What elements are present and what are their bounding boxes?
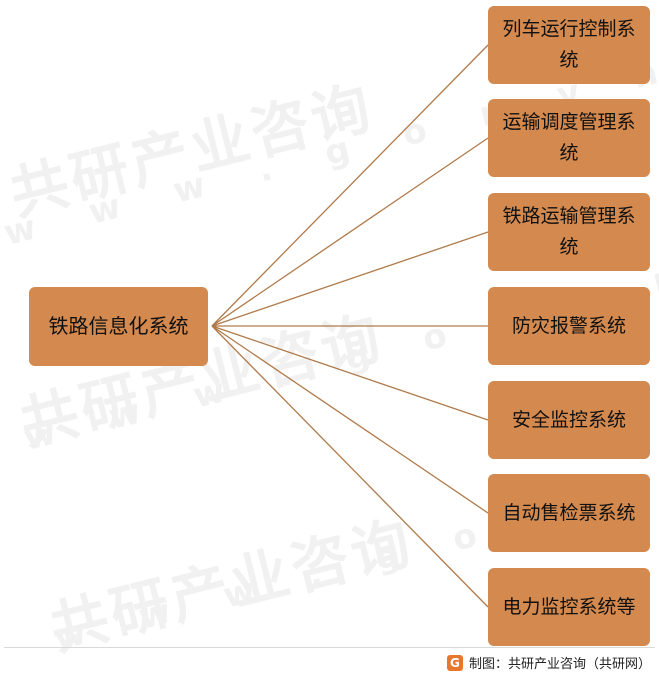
- connector-line-5: [211, 325, 489, 514]
- connector-line-6: [211, 325, 489, 608]
- child-node-dispatch-management: 运输调度管理系统: [488, 99, 650, 177]
- child-node-ticketing: 自动售检票系统: [488, 474, 650, 552]
- connector-line-4: [211, 325, 489, 421]
- child-node-power-monitoring: 电力监控系统等: [488, 568, 650, 646]
- footer-credit: G 制图：共研产业咨询（共研网）: [446, 653, 651, 672]
- child-node-disaster-alarm: 防灾报警系统: [488, 287, 650, 365]
- connector-line-1: [211, 137, 489, 327]
- child-node-safety-monitoring: 安全监控系统: [488, 381, 650, 459]
- child-node-train-control: 列车运行控制系统: [488, 6, 650, 84]
- connector-line-2: [211, 231, 489, 327]
- footer-caption: 制图：共研产业咨询（共研网）: [468, 657, 651, 672]
- connector-line-0: [211, 44, 489, 327]
- root-node: 铁路信息化系统: [29, 287, 208, 366]
- footer-divider: [4, 647, 655, 648]
- brand-logo-icon: G: [446, 654, 463, 671]
- child-node-transport-management: 铁路运输管理系统: [488, 193, 650, 271]
